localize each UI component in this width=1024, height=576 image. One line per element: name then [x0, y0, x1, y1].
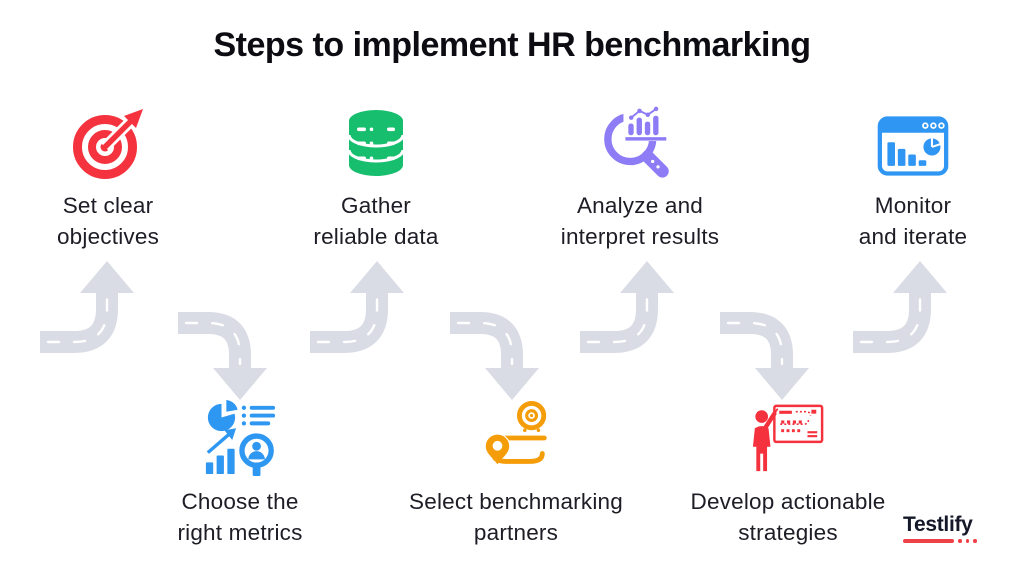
- step-label-line: Monitor: [874, 193, 952, 218]
- page-title: Steps to implement HR benchmarking: [213, 26, 812, 64]
- step-label-line: partners: [473, 520, 559, 545]
- step-analyze-and-interpret-results: Analyze and interpret results: [528, 106, 752, 252]
- route-destination-icon: [478, 400, 554, 476]
- step-develop-actionable-strategies: Develop actionable strategies: [652, 402, 924, 548]
- step-label-line: Analyze and: [576, 193, 704, 218]
- logo-dot: [958, 539, 962, 543]
- step-gather-reliable-data: Gather reliable data: [268, 106, 484, 252]
- database-icon: [340, 106, 412, 180]
- flow-arrow-up-icon: [853, 261, 947, 353]
- step-label-line: Develop actionable: [690, 489, 886, 514]
- browser-analytics-icon: [877, 106, 949, 180]
- step-label-line: Set clear: [62, 193, 154, 218]
- magnifier-chart-icon: [603, 106, 677, 180]
- metrics-analysis-icon: [202, 400, 278, 476]
- testlify-logo-text: Testlify: [903, 513, 973, 536]
- step-label-line: right metrics: [177, 520, 303, 545]
- step-label-line: Select benchmarking: [409, 489, 623, 514]
- step-label-line: strategies: [738, 520, 838, 545]
- step-set-clear-objectives: Set clear objectives: [0, 106, 216, 252]
- step-monitor-and-iterate: Monitor and iterate: [802, 106, 1024, 252]
- presenter-strategy-board-icon: [750, 402, 826, 476]
- logo-dot: [965, 539, 969, 543]
- logo-dot: [973, 539, 977, 543]
- step-label-line: Choose the: [181, 489, 299, 514]
- step-label-line: Gather: [341, 193, 411, 218]
- flow-arrow-up-icon: [310, 261, 404, 353]
- testlify-logo-underline: [903, 539, 977, 543]
- step-label-line: objectives: [56, 224, 160, 249]
- flow-arrow-down-icon: [720, 312, 809, 400]
- flow-arrow-up-icon: [580, 261, 674, 353]
- step-label-line: reliable data: [313, 224, 439, 249]
- step-choose-the-right-metrics: Choose the right metrics: [128, 400, 352, 548]
- step-label-line: and iterate: [858, 224, 968, 249]
- step-label-line: interpret results: [560, 224, 720, 249]
- step-select-benchmarking-partners: Select benchmarking partners: [380, 400, 652, 548]
- target-dart-icon: [72, 106, 144, 180]
- testlify-logo: Testlify: [903, 513, 977, 543]
- flow-arrow-down-icon: [450, 312, 539, 400]
- flow-arrow-up-icon: [40, 261, 134, 353]
- flow-arrow-down-icon: [178, 312, 267, 400]
- logo-underline-bar: [903, 539, 954, 543]
